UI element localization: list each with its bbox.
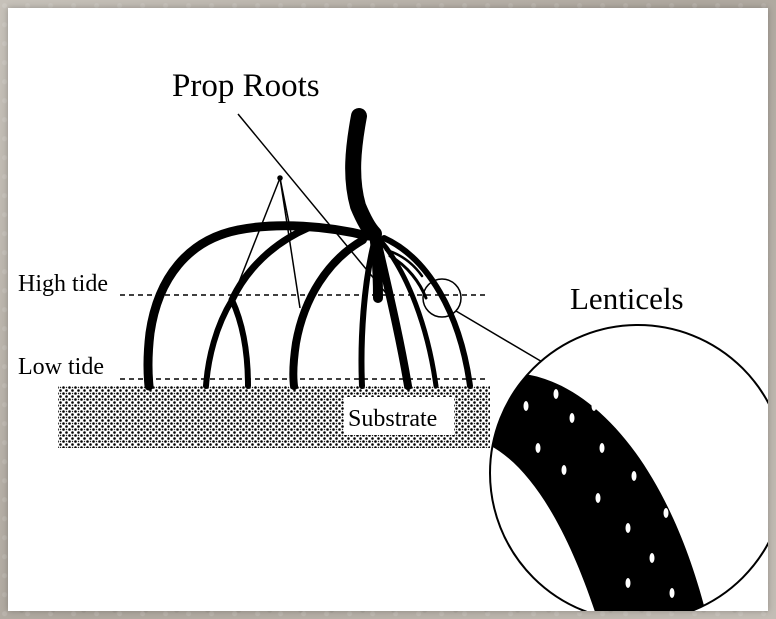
trunk — [353, 116, 374, 234]
root-center — [362, 243, 375, 386]
root-left-fork-a — [206, 300, 232, 386]
prop-roots-label: Prop Roots — [172, 68, 320, 104]
lenticels-label: Lenticels — [570, 281, 684, 316]
prop-roots-drawing — [148, 116, 470, 386]
mangrove-prop-roots-diagram: Prop Roots High tide Low tide Substrate … — [8, 8, 768, 611]
low-tide-label: Low tide — [18, 354, 104, 380]
diagram-panel: Prop Roots High tide Low tide Substrate … — [8, 8, 768, 611]
root-center-left — [293, 240, 363, 386]
high-tide-label: High tide — [18, 271, 108, 297]
substrate-label: Substrate — [348, 406, 437, 432]
magnifier-connector — [456, 311, 544, 363]
magnified-lenticels-view — [478, 325, 768, 611]
root-left-fork-b — [232, 300, 248, 386]
root-outer-left — [148, 226, 368, 386]
